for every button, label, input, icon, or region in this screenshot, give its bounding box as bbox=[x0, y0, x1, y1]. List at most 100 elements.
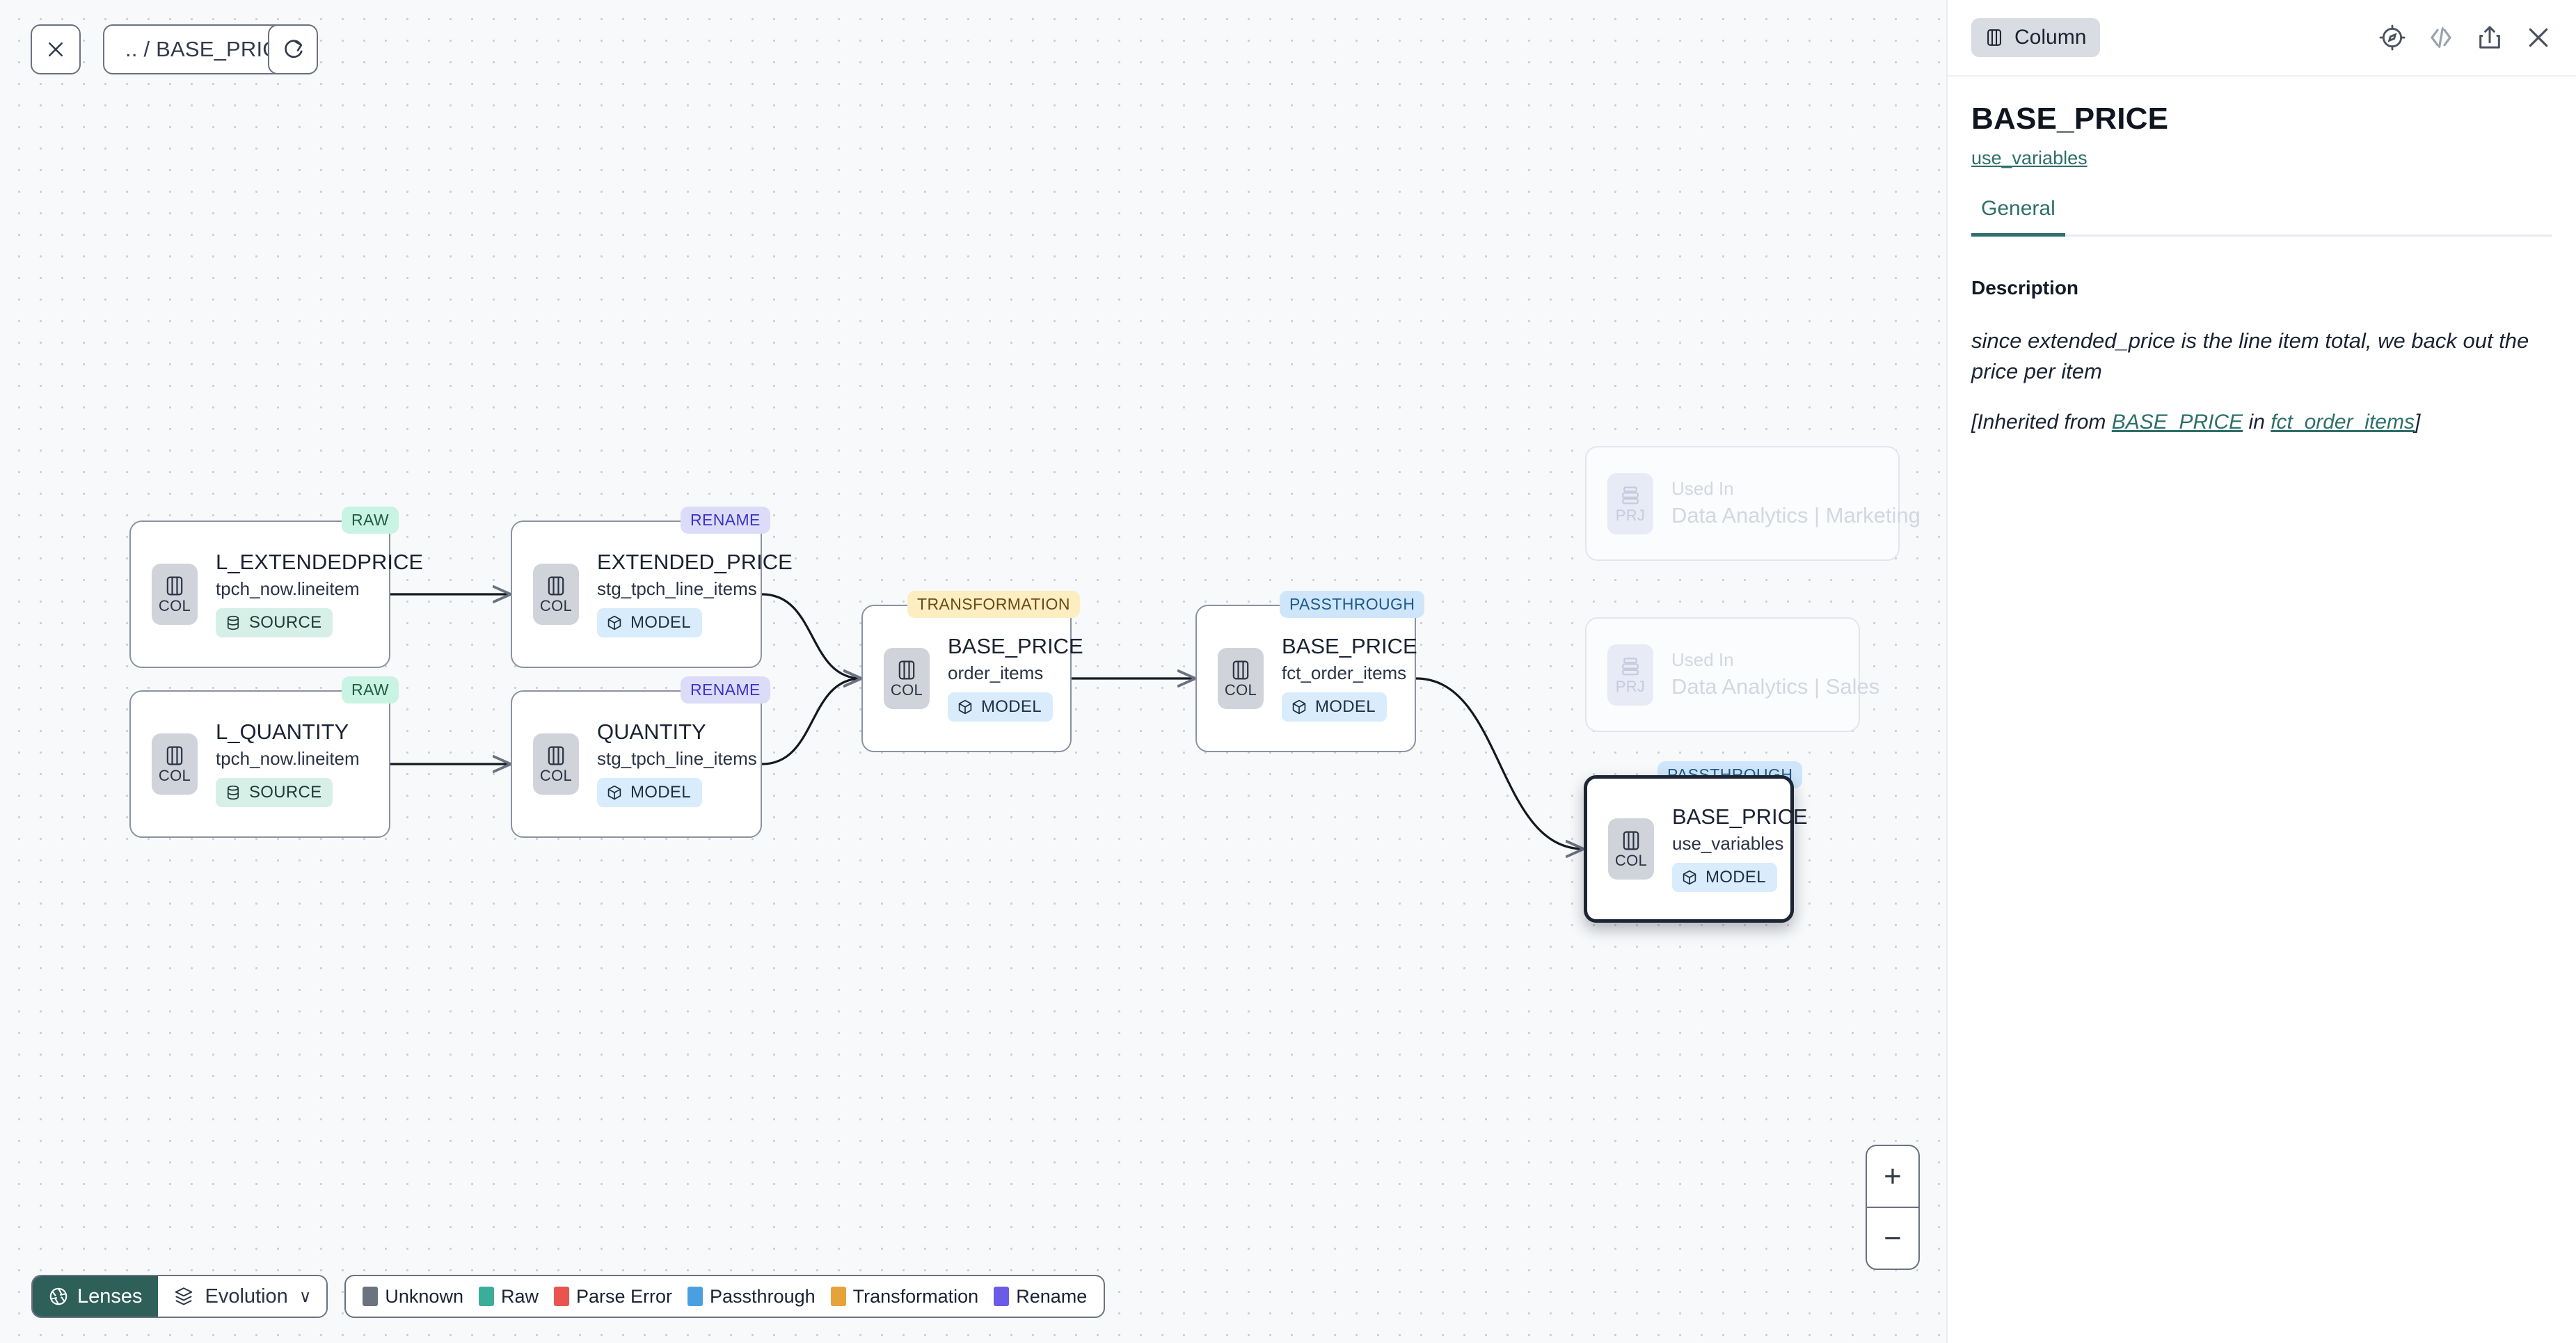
legend-item-parse-error[interactable]: Parse Error bbox=[553, 1286, 672, 1308]
column-icon bbox=[166, 576, 183, 596]
details-panel-header: Column bbox=[1948, 0, 2576, 77]
aperture-icon bbox=[49, 1287, 67, 1305]
lenses-button[interactable]: Lenses bbox=[33, 1276, 158, 1317]
node-text: L_QUANTITY tpch_now.lineitem SOURCE bbox=[216, 720, 360, 808]
legend-label: Raw bbox=[500, 1285, 539, 1307]
inherited-column-link[interactable]: BASE_PRICE bbox=[2111, 411, 2243, 434]
layers-icon bbox=[175, 1287, 192, 1305]
node-kind-chip: COL bbox=[884, 648, 930, 709]
lenses-label: Lenses bbox=[77, 1285, 143, 1308]
graph-node-base_price-order-items[interactable]: COL BASE_PRICE order_items MODEL bbox=[861, 605, 1083, 752]
inherited-model-link[interactable]: fct_order_items bbox=[2271, 411, 2415, 434]
node-kind-label: COL bbox=[158, 597, 191, 614]
node-materialization-badge: MODEL bbox=[1282, 692, 1387, 722]
lineage-canvas[interactable]: .. / BASE_PRICE bbox=[0, 0, 1946, 1343]
node-materialization-badge: MODEL bbox=[1672, 863, 1777, 893]
node-kind-label: COL bbox=[539, 597, 573, 614]
node-status-pill-passthrough: PASSTHROUGH bbox=[1280, 591, 1425, 618]
node-status-pill-raw: RAW bbox=[342, 507, 399, 534]
node-kind-chip: COL bbox=[533, 564, 579, 625]
graph-node-quantity-stg-tpch-line-items[interactable]: COL QUANTITY stg_tpch_line_items MODEL bbox=[511, 690, 762, 838]
node-materialization-label: MODEL bbox=[630, 613, 691, 633]
description-section: Description since extended_price is the … bbox=[1948, 237, 2576, 434]
node-subtitle: tpch_now.lineitem bbox=[216, 748, 360, 770]
graph-node-used-in-data-analytics-sales[interactable]: PRJ Used In Data Analytics | Sales bbox=[1585, 617, 1879, 732]
share-icon[interactable] bbox=[2476, 24, 2504, 51]
legend-item-rename[interactable]: Rename bbox=[994, 1286, 1087, 1308]
legend-item-passthrough[interactable]: Passthrough bbox=[687, 1286, 816, 1308]
legend-item-raw[interactable]: Raw bbox=[478, 1285, 539, 1308]
node-used-in-target: Data Analytics | Marketing bbox=[1671, 503, 1921, 528]
column-icon bbox=[1987, 29, 2001, 46]
legend-swatch bbox=[363, 1287, 379, 1306]
graph-node-l_quantity-tpch-now-lineitem[interactable]: COL L_QUANTITY tpch_now.lineitem SOURCE bbox=[129, 690, 390, 838]
legend-label: Passthrough bbox=[710, 1285, 816, 1307]
lens-group: Lenses Evolution ∨ bbox=[31, 1275, 328, 1318]
explore-icon[interactable] bbox=[2378, 24, 2406, 51]
node-body: COL EXTENDED_PRICE stg_tpch_line_items M… bbox=[512, 522, 793, 667]
cube-icon bbox=[1292, 700, 1306, 715]
legend-swatch bbox=[830, 1287, 846, 1306]
node-subtitle: tpch_now.lineitem bbox=[216, 578, 360, 600]
entity-type-label: Column bbox=[2014, 26, 2087, 49]
legend-item-unknown[interactable]: Unknown bbox=[363, 1286, 463, 1308]
status-legend: Unknown Raw Parse Error Passthrough Tran… bbox=[344, 1275, 1106, 1318]
project-icon bbox=[1622, 657, 1639, 675]
node-subtitle: order_items bbox=[948, 662, 1044, 684]
description-label: Description bbox=[1971, 277, 2079, 299]
panel-header-actions bbox=[2378, 24, 2552, 51]
graph-node-base_price-use-variables[interactable]: COL BASE_PRICE use_variables MODEL bbox=[1584, 775, 1808, 923]
refresh-icon bbox=[285, 40, 303, 58]
evolution-dropdown[interactable]: Evolution ∨ bbox=[157, 1276, 327, 1317]
node-materialization-badge: MODEL bbox=[597, 778, 702, 808]
zoom-in-button[interactable]: + bbox=[1867, 1146, 1918, 1208]
node-title: L_EXTENDEDPRICE bbox=[216, 549, 424, 574]
node-status-pill-rename: RENAME bbox=[681, 676, 770, 704]
graph-node-base_price-fct-order-items[interactable]: COL BASE_PRICE fct_order_items MODEL bbox=[1195, 605, 1417, 752]
node-title: QUANTITY bbox=[597, 719, 706, 744]
node-body: COL L_QUANTITY tpch_now.lineitem SOURCE bbox=[131, 692, 389, 836]
node-materialization-badge: MODEL bbox=[597, 608, 702, 638]
node-materialization-label: MODEL bbox=[1315, 697, 1376, 717]
refresh-button[interactable] bbox=[268, 24, 318, 74]
column-icon bbox=[548, 576, 564, 596]
node-materialization-label: SOURCE bbox=[249, 783, 322, 802]
node-kind-label: COL bbox=[539, 767, 573, 784]
node-materialization-badge: SOURCE bbox=[216, 778, 333, 808]
node-kind-chip: PRJ bbox=[1607, 472, 1653, 534]
page-title: BASE_PRICE bbox=[1971, 102, 2169, 136]
panel-tabs: General bbox=[1971, 197, 2552, 237]
zoom-out-button[interactable]: − bbox=[1884, 1221, 1902, 1255]
details-panel: Column bbox=[1946, 0, 2576, 1343]
node-subtitle: fct_order_items bbox=[1282, 662, 1407, 684]
cube-icon bbox=[607, 616, 621, 630]
tab-general[interactable]: General bbox=[1971, 197, 2065, 237]
node-text: BASE_PRICE fct_order_items MODEL bbox=[1282, 635, 1417, 722]
lineage-edges bbox=[390, 0, 1946, 1343]
legend-swatch bbox=[553, 1287, 569, 1306]
node-body: COL BASE_PRICE order_items MODEL bbox=[863, 606, 1083, 751]
node-materialization-label: MODEL bbox=[1706, 868, 1766, 887]
description-text: since extended_price is the line item to… bbox=[1971, 328, 2529, 384]
node-materialization-label: SOURCE bbox=[249, 613, 322, 633]
legend-item-transformation[interactable]: Transformation bbox=[830, 1286, 978, 1308]
column-icon bbox=[1232, 660, 1249, 680]
close-graph-button[interactable] bbox=[31, 24, 81, 74]
node-title: BASE_PRICE bbox=[948, 633, 1083, 658]
node-kind-chip: COL bbox=[533, 733, 579, 795]
node-kind-chip: COL bbox=[1218, 648, 1264, 709]
close-icon bbox=[49, 42, 63, 56]
graph-node-used-in-data-analytics-marketing[interactable]: PRJ Used In Data Analytics | Marketing bbox=[1585, 446, 1921, 561]
node-body: PRJ Used In Data Analytics | Marketing bbox=[1587, 447, 1921, 559]
node-body: COL QUANTITY stg_tpch_line_items MODEL bbox=[512, 692, 761, 836]
code-icon[interactable] bbox=[2427, 24, 2455, 51]
cube-icon bbox=[607, 786, 621, 800]
node-kind-label: COL bbox=[1614, 852, 1648, 869]
zoom-controls[interactable]: + − bbox=[1866, 1145, 1920, 1270]
graph-node-l_extendedprice-tpch-now-lineitem[interactable]: COL L_EXTENDEDPRICE tpch_now.lineitem SO… bbox=[129, 520, 423, 668]
cube-icon bbox=[1683, 871, 1696, 885]
close-icon[interactable] bbox=[2525, 24, 2552, 51]
graph-node-extended_price-stg-tpch-line-items[interactable]: COL EXTENDED_PRICE stg_tpch_line_items M… bbox=[511, 520, 793, 668]
node-kind-label: PRJ bbox=[1615, 506, 1646, 524]
parent-model-link[interactable]: use_variables bbox=[1971, 148, 2088, 168]
